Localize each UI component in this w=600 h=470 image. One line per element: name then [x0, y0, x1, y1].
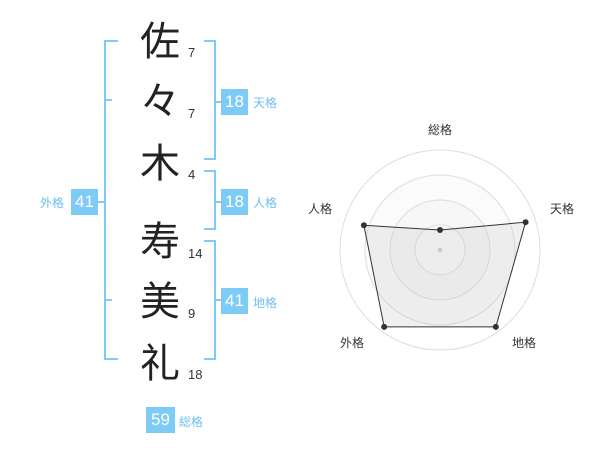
- radar-axis-label-gaikaku: 外格: [340, 336, 365, 350]
- jinkaku-label: 人格: [253, 196, 278, 210]
- chikaku-bracket-tick-top: [204, 240, 216, 242]
- name-char-5: 美: [140, 279, 180, 325]
- chikaku-bracket-stub: [214, 299, 222, 301]
- stroke-count-2: 7: [188, 106, 196, 121]
- tenkaku-bracket-tick-bottom: [204, 158, 216, 160]
- jinkaku-bracket-stub: [214, 201, 222, 203]
- stroke-count-6: 18: [188, 367, 203, 382]
- tenkaku-bracket-line: [214, 40, 216, 160]
- gaikaku-label: 外格: [40, 196, 65, 210]
- radar-series-polygon: [363, 221, 527, 328]
- gaikaku-bracket-line: [104, 40, 106, 360]
- name-char-2: 々: [140, 79, 180, 125]
- gaikaku-bracket-stub: [98, 201, 106, 203]
- soukaku-label: 総格: [179, 415, 204, 429]
- stroke-count-1: 7: [188, 45, 196, 60]
- radar-point-4: [381, 323, 388, 330]
- radar-axis-label-soukaku: 総格: [428, 123, 453, 137]
- radar-point-5: [360, 222, 367, 229]
- gaikaku-bracket-tick-bottom: [104, 358, 118, 360]
- chikaku-value-badge: 41: [221, 288, 248, 314]
- name-char-3: 木: [140, 141, 180, 187]
- jinkaku-bracket-tick-bottom: [204, 228, 216, 230]
- name-char-6: 礼: [140, 341, 180, 387]
- jinkaku-value-badge: 18: [221, 189, 248, 215]
- chikaku-label: 地格: [253, 296, 278, 310]
- radar-axis-label-chikaku: 地格: [512, 336, 537, 350]
- stroke-count-4: 14: [188, 246, 203, 261]
- tenkaku-label: 天格: [253, 96, 278, 110]
- jinkaku-bracket-line: [214, 170, 216, 230]
- soukaku-value-badge: 59: [146, 407, 175, 433]
- name-char-1: 佐: [140, 19, 180, 65]
- gaikaku-bracket-tick-top: [104, 40, 118, 42]
- radar-point-1: [437, 227, 443, 233]
- radar-center-dot: [437, 247, 443, 253]
- stroke-count-3: 4: [188, 167, 196, 182]
- gaikaku-bracket-tick-mid1: [104, 99, 112, 101]
- tenkaku-value-badge: 18: [221, 89, 248, 115]
- radar-axis-label-jinkaku: 人格: [308, 202, 333, 216]
- chikaku-bracket-tick-bottom: [204, 358, 216, 360]
- gaikaku-value-badge: 41: [71, 189, 98, 215]
- name-char-4: 寿: [140, 219, 180, 265]
- tenkaku-bracket-tick-top: [204, 40, 216, 42]
- radar-axis-label-tenkaku: 天格: [550, 202, 575, 216]
- jinkaku-bracket-tick-top: [204, 170, 216, 172]
- radar-point-2: [522, 219, 529, 226]
- tenkaku-bracket-stub: [214, 101, 222, 103]
- stroke-count-5: 9: [188, 306, 196, 321]
- radar-point-3: [492, 323, 499, 330]
- gaikaku-bracket-tick-mid2: [104, 299, 112, 301]
